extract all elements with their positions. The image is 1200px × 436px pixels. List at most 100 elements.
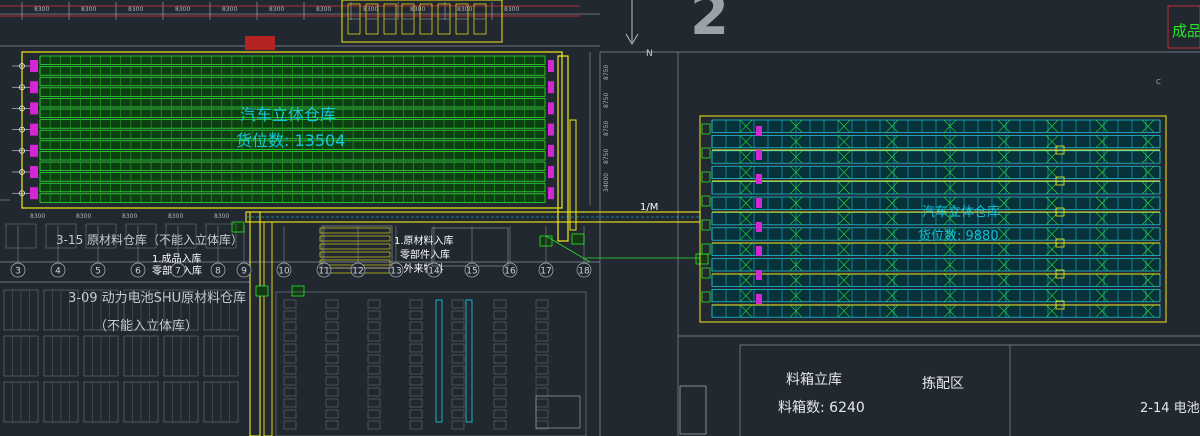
right-dimension-label: 34000 [603,173,610,192]
column-number-circle [210,262,226,278]
storage-slot [325,409,339,419]
storage-slot [451,420,465,430]
storage-slot [283,321,297,331]
top-dimension-label: 8300 [363,6,378,13]
cyan-strip [435,299,443,423]
storage-slot [451,409,465,419]
entry-block [30,102,38,115]
top-big-numeral: 2 [690,0,729,48]
transfer-station [255,285,269,297]
entry-station [701,291,711,303]
vertical-conveyor [557,55,569,242]
storage-slot [535,409,549,419]
storage-slot [493,387,507,397]
storage-slot [325,398,339,408]
storage-slot [367,321,381,331]
upper-left-warehouse: 汽车立体仓库 货位数: 13504 [12,51,563,209]
background-lines [0,45,1200,436]
middle-lower-storage [275,225,587,436]
storage-slot [283,376,297,386]
storage-slot [283,398,297,408]
storage-slot [535,398,549,408]
right-warehouse-capacity: 货位数: 9880 [918,228,999,244]
column-number-circle [276,262,292,278]
magenta-block [756,294,762,304]
storage-slot [451,332,465,342]
storage-slot [493,376,507,386]
lower-dimension-label: 8300 [122,213,137,220]
storage-bay [165,223,197,249]
storage-slot [409,398,423,408]
column-number: 12 [352,267,363,277]
conveyor-system [231,55,709,436]
right-dimension-label: 8750 [603,121,610,136]
storage-slot [283,299,297,309]
entry-station [701,267,711,279]
storage-slot [535,321,549,331]
column-number: 14 [428,267,440,277]
column-number: 5 [95,267,101,277]
entry-station [701,123,711,135]
right-dimension-label: 8750 [603,149,610,164]
entry-block [30,60,38,72]
column-number-circle [130,262,146,278]
top-dimension-label: 8300 [269,6,284,13]
entry-label-1: 1.成品入库 [152,252,202,265]
cyan-strip [465,299,473,423]
lower-dimension-label: 8300 [30,213,45,220]
column-number: 9 [241,267,247,277]
storage-slot [451,354,465,364]
storage-slot [367,365,381,375]
storage-slot [535,365,549,375]
magenta-block [756,150,762,160]
exit-block [548,144,554,157]
exit-block [548,81,554,94]
storage-slot [325,299,339,309]
column-number-circle [170,262,186,278]
right-dimension-label: 8750 [603,93,610,108]
storage-slot [451,376,465,386]
exit-block [548,123,554,136]
column-number-circle [576,262,592,278]
storage-slot [493,354,507,364]
storage-bay [45,223,77,249]
storage-slot [325,321,339,331]
upper-left-warehouse-name: 汽车立体仓库 [240,105,336,124]
entry-station [701,147,711,159]
storage-slot [325,332,339,342]
storage-slot [283,354,297,364]
entry-block [30,166,38,178]
storage-slot [367,409,381,419]
storage-slot [367,376,381,386]
transfer-station [291,285,305,297]
entry-station [701,243,711,255]
column-number: 8 [215,267,221,277]
power-battery-label: 3-09 动力电池SHU原材料仓库 [68,290,246,306]
top-right-label: 成品 [1172,22,1200,40]
storage-slot [535,387,549,397]
storage-slot [325,365,339,375]
column-number-circle [10,262,26,278]
exit-block [548,166,554,178]
column-number: 15 [466,267,477,277]
storage-slot [493,343,507,353]
storage-slot [409,354,423,364]
battery-area-label: 2-14 电池区 [1140,401,1200,416]
mid-entry-label-1: 1.原材料入库 [394,234,454,247]
column-number: 17 [540,267,551,277]
storage-slot [283,409,297,419]
column-number: 7 [175,267,181,277]
storage-slot [451,310,465,320]
storage-slot [535,343,549,353]
lower-left-storage [3,223,239,423]
marker-n: N [646,49,653,59]
transfer-station [571,233,585,245]
magenta-block [756,246,762,256]
storage-slot [493,299,507,309]
storage-slot [451,299,465,309]
storage-slot [283,365,297,375]
entry-station [701,195,711,207]
column-number: 3 [15,267,21,277]
exit-block [548,187,554,200]
